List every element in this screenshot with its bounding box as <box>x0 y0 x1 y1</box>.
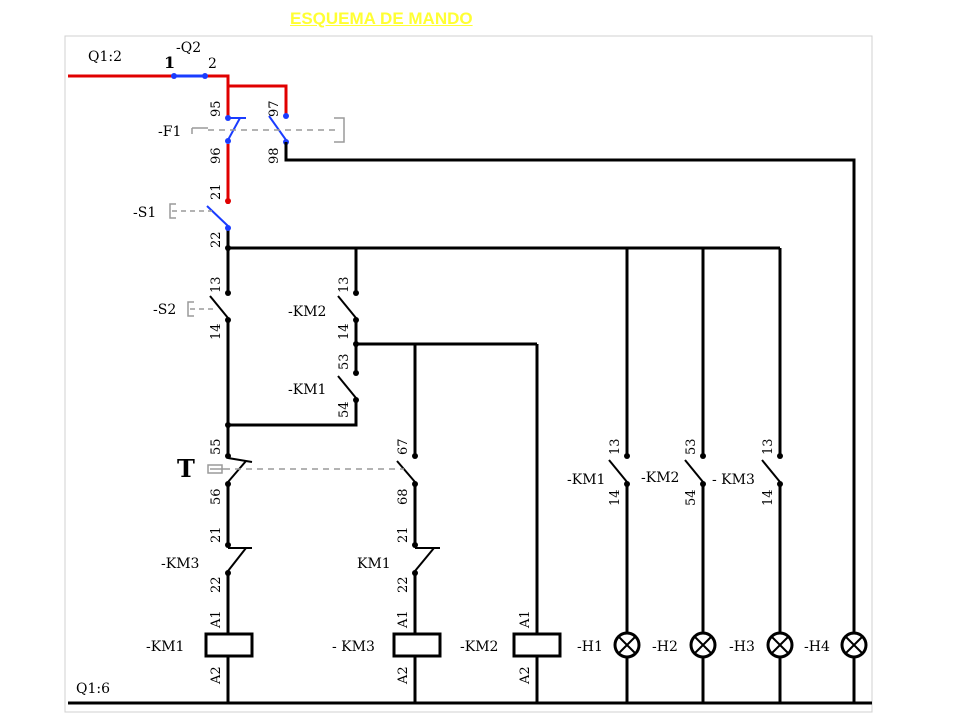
junction-dots <box>225 245 359 428</box>
km1-interlock-contact: KM1 21 22 <box>357 526 440 593</box>
diagram-frame <box>64 35 873 713</box>
signal-km2-bot: 54 <box>684 489 699 506</box>
km3-interlock-term-21: 21 <box>209 526 224 543</box>
signal-contact-km2: -KM2 53 54 <box>641 438 706 506</box>
lamp-h3: -H3 <box>729 631 794 659</box>
signal-km3-top: 13 <box>761 438 776 455</box>
signal-km3-bot: 14 <box>761 489 776 506</box>
km3-interlock-term-22: 22 <box>209 576 224 593</box>
s2-term-13: 13 <box>209 276 224 293</box>
coil-km1-tag: -KM1 <box>146 639 184 655</box>
km3-interlock-contact: -KM3 21 22 <box>161 526 252 593</box>
q2-terminal-1: 1 <box>164 53 175 72</box>
s1-tag: -S1 <box>133 205 156 221</box>
km2-hold-term-13: 13 <box>337 276 352 293</box>
lamp-h3-tag: -H3 <box>729 639 755 655</box>
timer-t-contacts: T 55 56 67 68 <box>177 438 418 505</box>
timer-term-55: 55 <box>209 438 224 455</box>
coil-km3: - KM3 A1 A2 <box>332 610 442 685</box>
coil-km2-a2: A2 <box>518 666 533 685</box>
km2-hold-term-14: 14 <box>337 323 352 340</box>
coil-km3-a1: A1 <box>396 610 411 629</box>
f1-term-97: 97 <box>267 100 282 117</box>
lamp-h1: -H1 <box>577 631 641 659</box>
timer-term-56: 56 <box>209 488 224 505</box>
km1-hold-tag: -KM1 <box>288 382 326 398</box>
signal-km3-tag: - KM3 <box>712 472 755 488</box>
s2-tag: -S2 <box>153 302 176 318</box>
km1-interlock-term-22: 22 <box>396 576 411 593</box>
signal-km1-top: 13 <box>608 438 623 455</box>
s1-term-21: 21 <box>209 183 224 200</box>
signal-km1-bot: 14 <box>608 489 623 506</box>
km1-hold-contact: -KM1 53 54 <box>288 353 359 418</box>
km1-interlock-tag: KM1 <box>357 556 391 572</box>
km2-hold-contact: -KM2 13 14 <box>288 276 359 340</box>
timer-term-67: 67 <box>396 438 411 455</box>
s1-stop-button: -S1 21 22 <box>133 183 231 248</box>
signal-km1-tag: -KM1 <box>567 472 605 488</box>
live-wiring <box>68 74 288 201</box>
coil-km2: -KM2 A1 A2 <box>460 610 562 685</box>
s1-term-22: 22 <box>209 231 224 248</box>
signal-km2-tag: -KM2 <box>641 470 679 486</box>
q2-breaker: Q1:2 -Q2 1 2 <box>88 40 217 79</box>
signal-contact-km3: - KM3 13 14 <box>712 438 783 506</box>
lamp-h2: -H2 <box>652 631 717 659</box>
f1-term-95: 95 <box>209 100 224 117</box>
km2-hold-tag: -KM2 <box>288 304 326 320</box>
signal-km2-top: 53 <box>684 438 699 455</box>
f1-thermal-relay: -F1 95 96 97 98 <box>158 100 345 164</box>
coil-km3-a2: A2 <box>396 666 411 685</box>
f1-term-98: 98 <box>267 147 282 164</box>
q1-2-ref: Q1:2 <box>88 49 122 65</box>
control-wiring <box>68 142 872 705</box>
coil-km2-tag: -KM2 <box>460 639 498 655</box>
lamp-h4: -H4 <box>804 631 868 659</box>
km1-hold-term-53: 53 <box>337 353 352 370</box>
timer-term-68: 68 <box>396 488 411 505</box>
q2-terminal-2: 2 <box>208 56 217 72</box>
q1-6-ref: Q1:6 <box>76 681 110 697</box>
f1-tag: -F1 <box>158 124 181 140</box>
f1-term-96: 96 <box>209 147 224 164</box>
timer-tag: T <box>177 454 195 483</box>
lamp-h2-tag: -H2 <box>652 639 678 655</box>
km3-interlock-tag: -KM3 <box>161 556 199 572</box>
km1-interlock-term-21: 21 <box>396 526 411 543</box>
s2-start-button: -S2 13 14 <box>153 276 231 340</box>
km1-hold-term-54: 54 <box>337 401 352 418</box>
coil-km3-tag: - KM3 <box>332 639 375 655</box>
lamp-h1-tag: -H1 <box>577 639 603 655</box>
signal-contact-km1: -KM1 13 14 <box>567 438 630 506</box>
coil-km1-a1: A1 <box>209 610 224 629</box>
coil-km1: -KM1 A1 A2 <box>146 610 254 685</box>
coil-km1-a2: A2 <box>209 666 224 685</box>
lamp-h4-tag: -H4 <box>804 639 830 655</box>
coil-km2-a1: A1 <box>518 610 533 629</box>
q2-tag: -Q2 <box>176 40 201 56</box>
diagram-title: ESQUEMA DE MANDO <box>290 9 473 28</box>
s2-term-14: 14 <box>209 323 224 340</box>
